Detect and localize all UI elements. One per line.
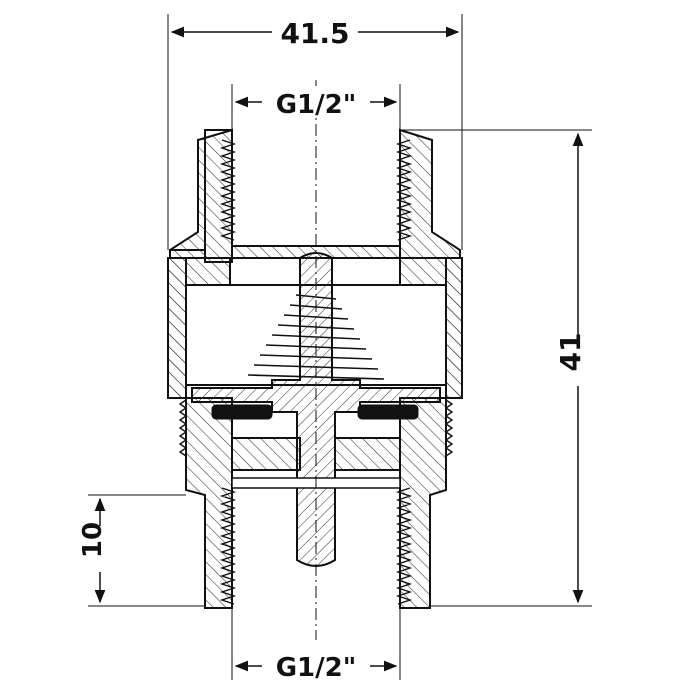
gasket-left — [211, 404, 273, 420]
dimension-bottom-thread: G1/2" — [231, 608, 401, 683]
overall-height-label: 41 — [554, 333, 587, 372]
bottom-thread-label: G1/2" — [276, 653, 357, 683]
gaskets — [211, 404, 419, 420]
upper-thread-lines — [219, 139, 413, 241]
thread-length-label: 10 — [78, 522, 108, 558]
dimension-overall-height: 41 — [400, 129, 596, 607]
dimension-thread-length: 10 — [78, 494, 205, 607]
top-thread-label: G1/2" — [276, 90, 357, 120]
gasket-right — [357, 404, 419, 420]
valve-stem — [191, 252, 441, 567]
overall-width-label: 41.5 — [280, 17, 349, 50]
dimension-top-thread: G1/2" — [231, 84, 401, 130]
dimension-overall-width: 41.5 — [167, 14, 463, 250]
lower-thread-lines — [178, 399, 454, 605]
